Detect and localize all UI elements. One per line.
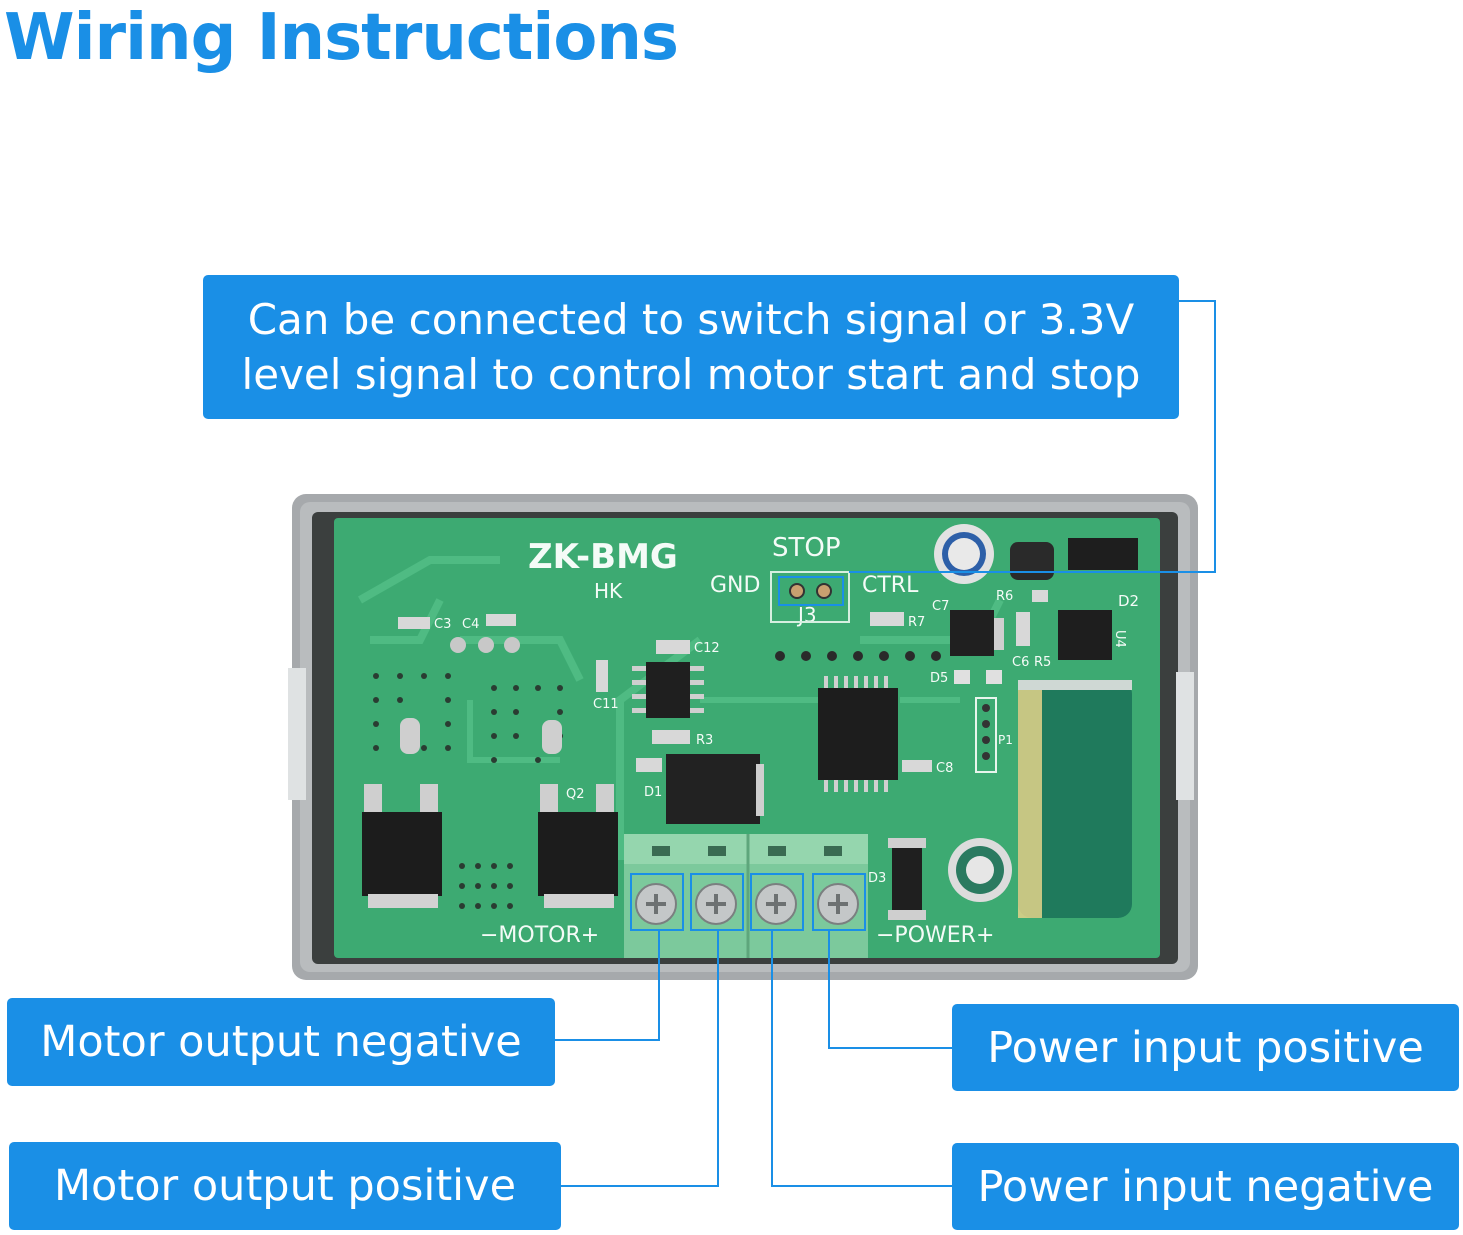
svg-text:C4: C4 bbox=[462, 617, 479, 632]
leader-power-negative bbox=[771, 930, 952, 1187]
svg-text:D5: D5 bbox=[930, 671, 948, 686]
svg-text:R7: R7 bbox=[908, 615, 925, 630]
mosfet-right bbox=[538, 784, 618, 908]
board-model-label: ZK-BMG bbox=[528, 537, 678, 577]
j3-label: J3 bbox=[796, 603, 817, 627]
gnd-label: GND bbox=[710, 573, 760, 598]
terminal-power-positive-highlight bbox=[812, 873, 866, 931]
leader-motor-negative bbox=[555, 930, 660, 1041]
power-positive-callout: Power input positive bbox=[952, 1004, 1459, 1091]
terminal-motor-negative-highlight bbox=[630, 873, 684, 931]
svg-text:C12: C12 bbox=[694, 641, 720, 656]
svg-text:P1: P1 bbox=[998, 733, 1013, 747]
mosfet-left bbox=[362, 784, 442, 908]
motor-negative-callout: Motor output negative bbox=[7, 998, 555, 1086]
svg-text:R5: R5 bbox=[1034, 655, 1051, 670]
svg-text:U4: U4 bbox=[1112, 630, 1127, 648]
page-title: Wiring Instructions bbox=[4, 1, 679, 75]
ctrl-label: CTRL bbox=[862, 573, 919, 598]
ic-mcu bbox=[818, 688, 898, 780]
svg-text:C6: C6 bbox=[1012, 655, 1029, 670]
svg-text:C3: C3 bbox=[434, 617, 451, 632]
svg-text:R6: R6 bbox=[996, 589, 1013, 604]
svg-text:D3: D3 bbox=[868, 871, 886, 886]
svg-text:D2: D2 bbox=[1118, 592, 1139, 610]
svg-text:D1: D1 bbox=[644, 785, 662, 800]
control-signal-callout: Can be connected to switch signal or 3.3… bbox=[203, 275, 1179, 419]
terminal-block bbox=[624, 834, 868, 958]
terminal-power-negative-highlight bbox=[750, 873, 804, 931]
svg-text:C11: C11 bbox=[593, 697, 619, 712]
leader-power-positive bbox=[828, 930, 952, 1049]
power-negative-callout: Power input negative bbox=[952, 1143, 1459, 1230]
control-callout-line2: level signal to control motor start and … bbox=[241, 350, 1141, 399]
electrolytic-capacitor bbox=[1018, 680, 1132, 918]
svg-text:C7: C7 bbox=[932, 599, 949, 614]
svg-text:Q2: Q2 bbox=[566, 787, 585, 802]
leader-control bbox=[849, 300, 1216, 573]
motor-terminal-label: −MOTOR+ bbox=[480, 923, 599, 948]
board-maker-label: HK bbox=[594, 579, 623, 603]
svg-text:C8: C8 bbox=[936, 761, 953, 776]
ic-soic8 bbox=[646, 662, 690, 718]
svg-text:R3: R3 bbox=[696, 733, 713, 748]
regulator bbox=[666, 754, 760, 824]
j3-header-highlight bbox=[778, 576, 844, 606]
motor-positive-callout: Motor output positive bbox=[9, 1142, 561, 1230]
control-callout-line1: Can be connected to switch signal or 3.3… bbox=[247, 295, 1135, 344]
leader-motor-positive bbox=[561, 930, 719, 1187]
stop-label: STOP bbox=[772, 533, 841, 563]
power-terminal-label: −POWER+ bbox=[876, 923, 994, 948]
